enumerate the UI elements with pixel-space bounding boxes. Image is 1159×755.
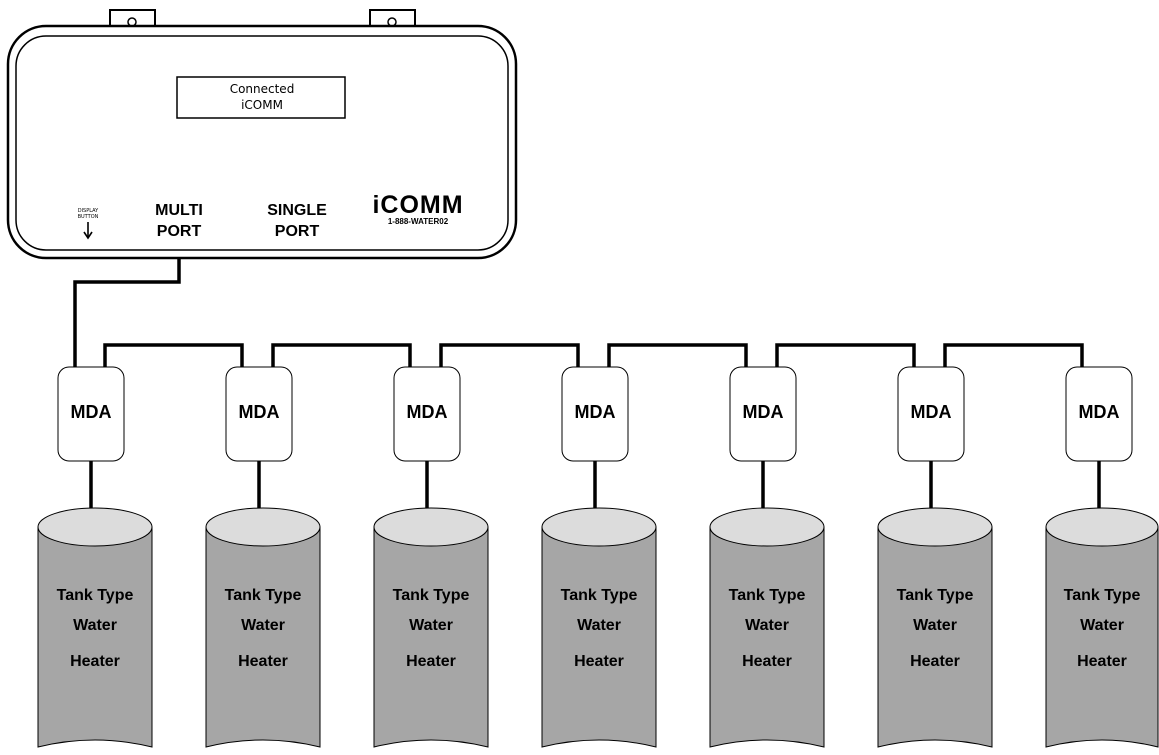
tank-label-2: Water [1080,617,1124,634]
water-heater-tank [1045,526,1159,748]
tank-label-3: Heater [238,653,288,670]
tank-label-1: Tank Type [225,587,302,604]
tank-label-3: Heater [574,653,624,670]
water-heater-tank [877,526,993,748]
tank-label-3: Heater [406,653,456,670]
display-button-label-1: DISPLAY [78,208,99,214]
multi-port-label-2: PORT [157,223,202,240]
icomm-device: Connected iCOMM DISPLAY BUTTON MULTI POR… [6,9,518,260]
display-line-2: iCOMM [241,98,283,112]
daisy-chain-cables [103,343,1084,368]
icomm-logo: iCOMM [372,191,463,219]
tank-label-3: Heater [70,653,120,670]
multi-port-cable [73,258,181,368]
device-body-outer [6,24,518,260]
tank-top [37,507,153,547]
tank-label-1: Tank Type [57,587,134,604]
display-button-label-2: BUTTON [78,214,99,220]
water-heater-tank [37,526,153,748]
single-port-label-2: PORT [275,223,320,240]
mda-label: MDA [575,402,616,422]
unit-6: MDA Tank Type Water Heater [877,366,993,748]
tank-label-2: Water [409,617,453,634]
water-heater-tank [709,526,825,748]
multi-port-label-1: MULTI [155,202,203,219]
unit-2: MDA Tank Type Water Heater [205,366,321,748]
unit-3: MDA Tank Type Water Heater [373,366,489,748]
tank-label-1: Tank Type [1064,587,1141,604]
tank-top [877,507,993,547]
tank-top [373,507,489,547]
tank-label-1: Tank Type [729,587,806,604]
unit-1: MDA Tank Type Water Heater [37,366,153,748]
tank-label-1: Tank Type [897,587,974,604]
mda-label: MDA [407,402,448,422]
tank-label-3: Heater [910,653,960,670]
brand-phone: 1-888-WATER02 [388,217,449,226]
mda-label: MDA [71,402,112,422]
water-heater-tank [541,526,657,748]
tank-top [1045,507,1159,547]
unit-5: MDA Tank Type Water Heater [709,366,825,748]
tank-top [541,507,657,547]
display-screen [176,76,346,119]
tank-label-3: Heater [742,653,792,670]
tank-label-2: Water [73,617,117,634]
tank-label-2: Water [745,617,789,634]
mda-label: MDA [239,402,280,422]
unit-4: MDA Tank Type Water Heater [541,366,657,748]
tank-label-1: Tank Type [561,587,638,604]
mda-label: MDA [911,402,952,422]
mda-label: MDA [1079,402,1120,422]
single-port-label-1: SINGLE [267,202,327,219]
tank-label-2: Water [577,617,621,634]
tank-label-2: Water [241,617,285,634]
unit-7: MDA Tank Type Water Heater [1045,366,1159,748]
water-heater-tank [373,526,489,748]
arrow-down-icon[interactable] [83,222,93,240]
mda-label: MDA [743,402,784,422]
tank-top [205,507,321,547]
tank-label-2: Water [913,617,957,634]
device-body-inner [15,35,509,251]
water-heater-tank [205,526,321,748]
tank-label-3: Heater [1077,653,1127,670]
tank-label-1: Tank Type [393,587,470,604]
tank-top [709,507,825,547]
display-line-1: Connected [230,82,295,96]
